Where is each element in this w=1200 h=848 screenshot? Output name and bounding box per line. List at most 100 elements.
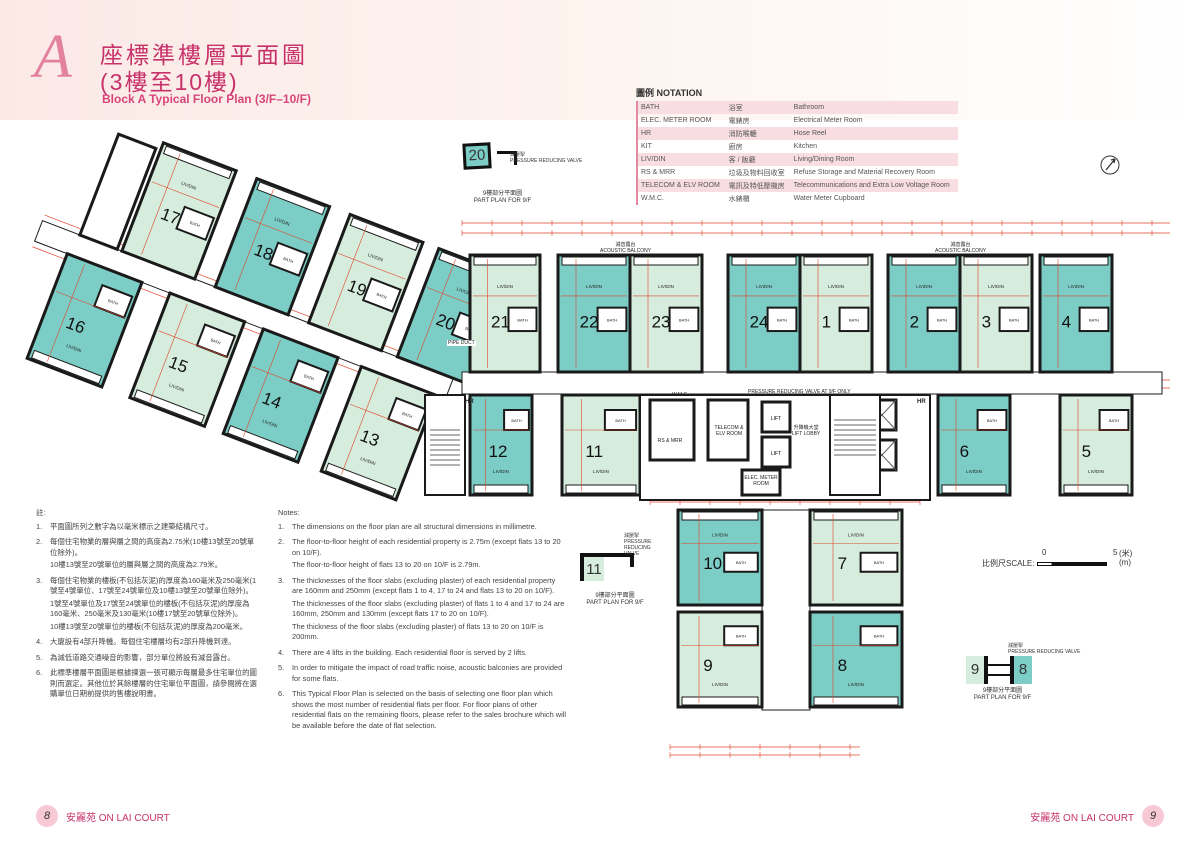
note-item: 4.大廈設有4部升降機。每個住宅樓層均有2部升降機到達。: [36, 637, 258, 648]
note-text: 大廈設有4部升降機。每個住宅樓層均有2部升降機到達。: [50, 637, 236, 646]
balcony: [561, 256, 627, 266]
bath-label: BATH: [401, 411, 413, 419]
rs-mrr-room: [648, 398, 696, 462]
flat-number: 12: [489, 442, 508, 461]
notation-zh: 電錶房: [728, 117, 750, 125]
notation-zh: 水錶櫃: [728, 195, 750, 203]
dimension-line: [55, 291, 126, 319]
lift-label: LIFT: [771, 416, 781, 422]
note-text: The floor-to-floor height of flats 13 to…: [292, 560, 481, 569]
staircase-left-wing: [77, 132, 158, 252]
estate-name-left: 安麗苑 ON LAI COURT: [66, 812, 170, 824]
notation-title: 圖例 NOTATION: [636, 88, 703, 98]
note-text: 10樓13號至20號單位的樓板(不包括灰泥)的厚度為200毫米。: [50, 621, 248, 631]
notation-zh: 浴室: [728, 104, 743, 112]
lower-corridor: [761, 509, 811, 711]
note-text: In order to mitigate the impact of road …: [292, 663, 563, 683]
page-number-right: 9: [1142, 805, 1164, 827]
balcony: [633, 256, 699, 266]
bathroom: [926, 306, 958, 333]
bath-label: BATH: [303, 373, 315, 381]
livdin-label: LIV/DIN: [493, 469, 509, 474]
page-title-en: Block A Typical Floor Plan (3/F–10/F): [102, 92, 311, 106]
bath-label: BATH: [607, 318, 617, 323]
note-text: 為減低道路交通噪音的影響，部分單位將設有減音露台。: [50, 652, 235, 662]
part-plan-wall: [604, 553, 634, 567]
bath-label: BATH: [511, 418, 521, 423]
footer-right: 安麗苑 ON LAI COURT 9: [1030, 805, 1164, 827]
bath-label: BATH: [1009, 318, 1019, 323]
footer-left: 8 安麗苑 ON LAI COURT: [36, 805, 170, 827]
notes-en: Notes: 1.The dimensions on the floor pla…: [278, 508, 566, 736]
part-plan-unit: 20: [462, 142, 492, 170]
dimension-line: [243, 339, 281, 438]
note-text: The floor-to-floor height of each reside…: [292, 537, 561, 557]
livdin-label: LIV/DIN: [966, 469, 982, 474]
bath-label: BATH: [210, 337, 222, 345]
flat-outline: [25, 251, 144, 389]
part-plan-unit: 11: [580, 553, 604, 581]
lift-shaft: LIFT: [760, 435, 792, 469]
flat-number: 9: [703, 656, 712, 675]
notation-abbr: W.M.C.: [641, 195, 664, 202]
dimension-line: [158, 330, 228, 358]
balcony: [30, 349, 103, 385]
note-number: 2.: [36, 537, 43, 546]
livdin-label: LIV/DIN: [593, 469, 609, 474]
note-text: The thicknesses of the floor slabs (excl…: [292, 575, 556, 596]
note-text: There are 4 lifts in the building. Each …: [292, 647, 527, 657]
note-text: 平面圖所列之數字為以毫米標示之建築結構尺寸。: [50, 521, 213, 531]
notation-zh: 廚房: [728, 143, 743, 151]
livdin-label: LIV/DIN: [916, 284, 932, 289]
notation-abbr: TELECOM & ELV ROOM: [641, 182, 720, 189]
note-item: 1.平面圖所列之數字為以毫米標示之建築結構尺寸。: [36, 522, 258, 533]
note-number: 6.: [36, 668, 43, 677]
balcony: [891, 256, 957, 266]
livdin-label: LIV/DIN: [456, 286, 473, 296]
balcony: [941, 484, 1007, 494]
flat-outline: [221, 327, 340, 465]
livdin-label: LIV/DIN: [1068, 284, 1084, 289]
bathroom: [361, 277, 402, 313]
balcony: [681, 696, 759, 706]
note-text: The thickness of the floor slabs (exclud…: [292, 621, 544, 642]
balcony: [803, 256, 869, 266]
bath-label: BATH: [679, 318, 689, 323]
balcony: [162, 145, 233, 180]
bath-label: BATH: [189, 220, 201, 228]
bath-label: BATH: [849, 318, 859, 323]
note-item: 5.In order to mitigate the impact of roa…: [278, 663, 566, 684]
flat-outline: [306, 212, 425, 353]
bath-label: BATH: [517, 318, 527, 323]
balcony: [133, 389, 206, 424]
bathroom: [998, 306, 1030, 333]
flat-number: 23: [652, 313, 671, 332]
notation-en: Telecommunications and Extra Low Voltage…: [793, 182, 950, 189]
scale-graphic: [1036, 561, 1107, 566]
balcony: [473, 256, 537, 266]
livdin-label: LIV/DIN: [180, 181, 197, 191]
note-number: 1.: [278, 521, 285, 531]
flat-number: 2: [910, 313, 919, 332]
note-number: 3.: [278, 575, 285, 585]
scale-unit-zh: (米): [1119, 549, 1133, 558]
note-item: 4.There are 4 lifts in the building. Eac…: [278, 648, 566, 659]
dimension-line: [327, 225, 368, 327]
bathroom: [268, 241, 309, 277]
notation-abbr: HR: [641, 130, 652, 137]
notation-en: Electrical Meter Room: [793, 117, 863, 124]
